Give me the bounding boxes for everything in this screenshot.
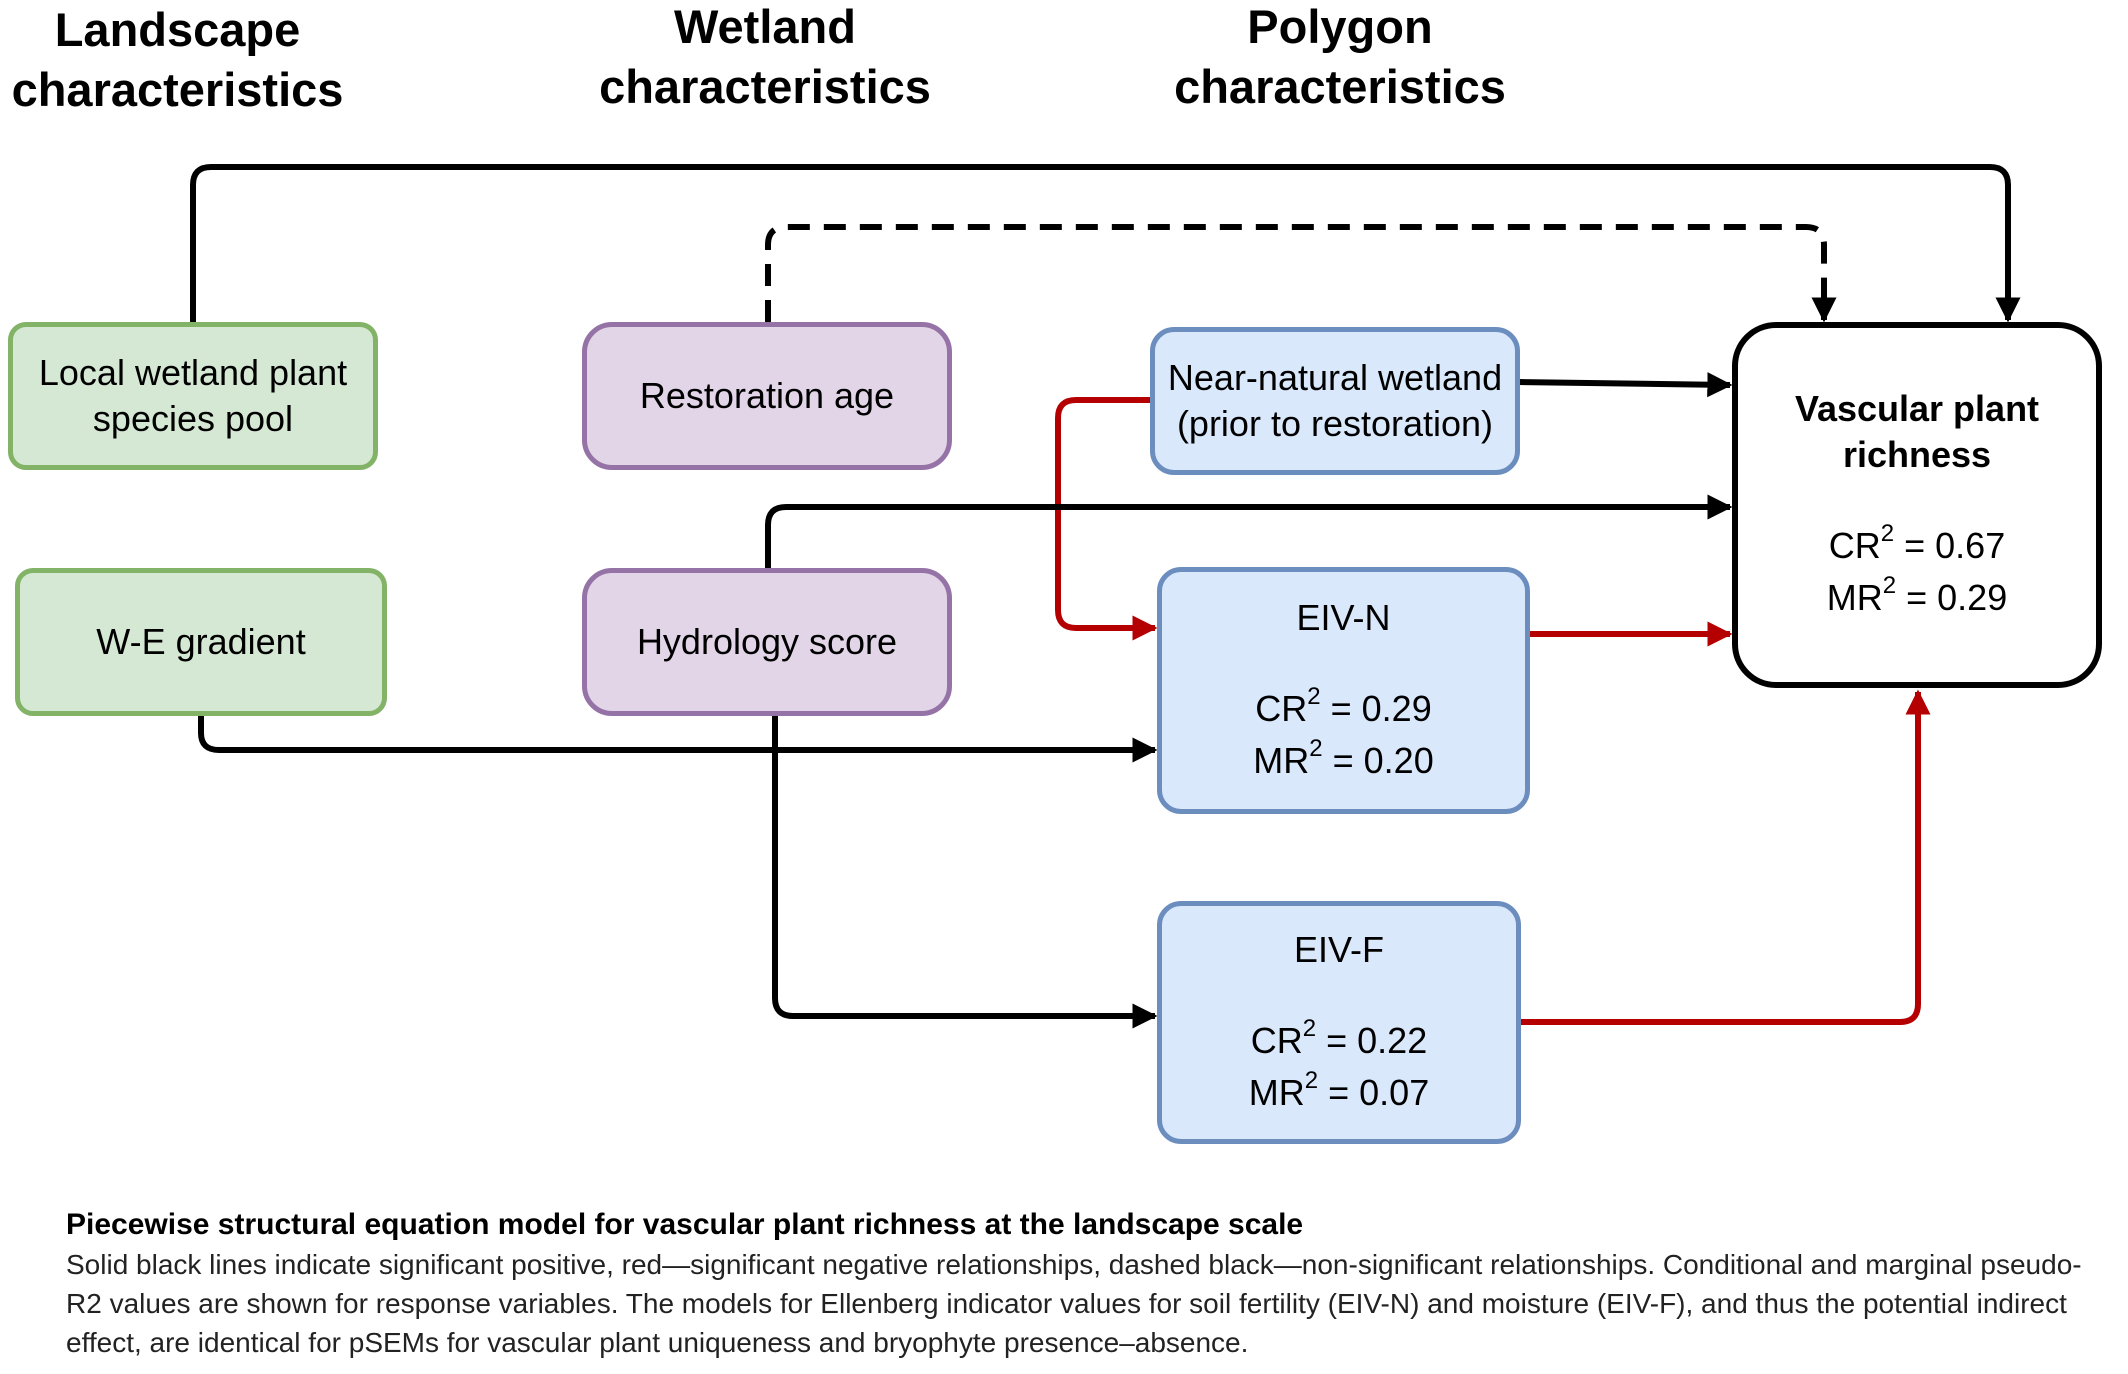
node-label: EIV-F [1293, 928, 1385, 970]
edge-hydrology-to-eiv-f [772, 716, 1158, 1029]
node-local-species-pool: Local wetland plant species pool [8, 322, 378, 470]
edge-restoration-age-to-richness [765, 224, 1837, 323]
node-label: Restoration age [639, 375, 895, 416]
fit-stats: CR2 = 0.67 MR2 = 0.29 [1827, 520, 2007, 624]
edge-eiv-f-to-richness [1520, 689, 1931, 1025]
node-eiv-n: EIV-N CR2 = 0.29 MR2 = 0.20 [1157, 567, 1530, 814]
edge-near-natural-to-richness [1517, 372, 1733, 398]
conditional-r2: CR2 = 0.67 [1828, 520, 2006, 567]
figure-caption: Piecewise structural equation model for … [66, 1205, 2086, 1362]
caption-title: Piecewise structural equation model for … [66, 1208, 1304, 1241]
edge-layer [190, 164, 2021, 1029]
node-eiv-f: EIV-F CR2 = 0.22 MR2 = 0.07 [1157, 901, 1521, 1144]
node-restoration-age: Restoration age [582, 322, 952, 470]
marginal-r2: MR2 = 0.29 [1826, 572, 2008, 619]
header-polygon-characteristics: Polygon characteristics [1174, 0, 1506, 113]
conditional-r2: CR2 = 0.29 [1255, 682, 1432, 729]
node-near-natural-wetland: Near-natural wetland (prior to restorati… [1150, 327, 1520, 475]
fit-stats: CR2 = 0.29 MR2 = 0.20 [1253, 683, 1433, 787]
node-label: W-E gradient [96, 621, 306, 662]
node-we-gradient: W-E gradient [15, 568, 387, 716]
caption-body: Solid black lines indicate significant p… [66, 1249, 2082, 1358]
node-label: EIV-N [1296, 596, 1391, 638]
node-label: Local wetland plant species pool [38, 352, 348, 439]
edge-we-gradient-to-eiv-n [198, 716, 1158, 763]
edge-near-natural-to-eiv-n [1055, 397, 1158, 641]
conditional-r2: CR2 = 0.22 [1250, 1014, 1428, 1061]
node-hydrology-score: Hydrology score [582, 568, 952, 716]
header-landscape-characteristics: Landscape characteristics [11, 3, 344, 116]
edge-hydrology-to-richness [765, 494, 1733, 568]
node-label: Hydrology score [636, 621, 898, 662]
node-vascular-plant-richness: Vascular plant richness CR2 = 0.67 MR2 =… [1732, 322, 2102, 688]
fit-stats: CR2 = 0.22 MR2 = 0.07 [1249, 1015, 1429, 1119]
header-wetland-characteristics: Wetland characteristics [599, 0, 931, 113]
node-label: Near-natural wetland (prior to restorati… [1167, 357, 1503, 444]
node-label: Vascular plant richness [1794, 388, 2040, 475]
edge-species-pool-to-richness [190, 164, 2021, 323]
marginal-r2: MR2 = 0.20 [1253, 734, 1434, 781]
marginal-r2: MR2 = 0.07 [1248, 1066, 1430, 1113]
